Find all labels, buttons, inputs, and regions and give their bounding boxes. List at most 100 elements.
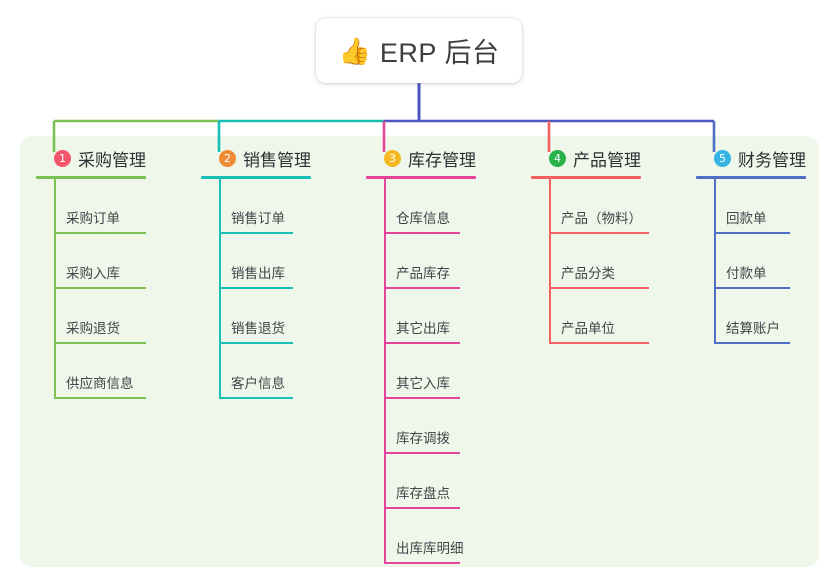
leaf-node-label: 供应商信息 [66,376,134,391]
leaf-underline [54,342,146,344]
leaf-node[interactable]: 其它出库 [366,289,476,344]
branch-column-4: 4 产品管理产品（物料） 产品分类产品单位 [531,146,649,344]
branch-title: 销售管理 [243,150,311,170]
leaf-node-label: 采购退货 [66,321,120,336]
leaf-node[interactable]: 付款单 [696,234,806,289]
branch-header-2[interactable]: 2 销售管理 [201,146,311,170]
branch-title: 采购管理 [78,150,146,170]
leaf-node[interactable]: 仓库信息 [366,179,476,234]
branch-underline [201,176,311,179]
branch-number-badge: 5 [714,149,731,167]
branch-underline [36,176,146,179]
leaf-node[interactable]: 回款单 [696,179,806,234]
leaf-node-label: 销售退货 [231,321,285,336]
root-node-label: ERP 后台 [379,38,500,68]
branch-underline [366,176,476,179]
branches-panel [20,136,819,567]
leaf-underline [549,232,649,234]
leaf-underline [384,452,460,454]
leaf-node[interactable]: 销售出库 [201,234,311,289]
leaf-underline [714,232,790,234]
leaf-node-label: 出库库明细 [396,541,464,556]
leaf-underline [219,342,293,344]
root-node[interactable]: 👍 ERP 后台 [316,18,522,83]
leaf-underline [714,342,790,344]
leaf-node[interactable]: 其它入库 [366,344,476,399]
leaf-underline [384,342,460,344]
leaf-underline [549,287,649,289]
leaf-node-label: 库存盘点 [396,486,450,501]
leaf-underline [219,287,293,289]
leaf-underline [54,287,146,289]
leaf-node-label: 销售出库 [231,266,285,281]
leaf-underline [54,232,146,234]
branch-title: 财务管理 [738,150,806,170]
branch-spine [384,179,386,564]
branch-title: 产品管理 [573,150,641,170]
leaf-node[interactable]: 采购订单 [36,179,146,234]
branch-spine [54,179,56,399]
branch-spine [549,179,551,344]
leaf-underline [219,232,293,234]
leaf-node-label: 库存调拨 [396,431,450,446]
leaf-node[interactable]: 销售订单 [201,179,311,234]
branch-underline [696,176,806,179]
leaf-node[interactable]: 结算账户 [696,289,806,344]
leaf-node-label: 产品分类 [561,266,615,281]
leaf-underline [384,562,460,564]
leaf-node-label: 产品（物料） [561,211,642,226]
branch-number-badge: 4 [549,149,566,167]
leaf-node[interactable]: 产品库存 [366,234,476,289]
leaf-node[interactable]: 供应商信息 [36,344,146,399]
leaf-underline [384,397,460,399]
leaf-node-label: 付款单 [726,266,767,281]
leaf-node[interactable]: 产品（物料） [531,179,649,234]
branch-number-badge: 2 [219,149,236,167]
leaf-underline [384,232,460,234]
leaf-node-label: 回款单 [726,211,767,226]
leaf-node-label: 客户信息 [231,376,285,391]
leaf-node[interactable]: 产品分类 [531,234,649,289]
leaf-underline [384,507,460,509]
branch-number-badge: 3 [384,149,401,167]
leaf-underline [219,397,293,399]
leaf-node-label: 产品单位 [561,321,615,336]
branch-header-5[interactable]: 5 财务管理 [696,146,806,170]
leaf-node-label: 采购订单 [66,211,120,226]
leaf-underline [384,287,460,289]
leaf-node[interactable]: 库存调拨 [366,399,476,454]
leaf-node-label: 其它入库 [396,376,450,391]
leaf-node[interactable]: 产品单位 [531,289,649,344]
leaf-node[interactable]: 采购退货 [36,289,146,344]
leaf-underline [714,287,790,289]
leaf-node-label: 结算账户 [726,321,780,336]
leaf-node-label: 产品库存 [396,266,450,281]
branch-title: 库存管理 [408,150,476,170]
branch-leaf-list: 销售订单销售出库销售退货客户信息 [201,179,311,399]
branch-underline [531,176,641,179]
leaf-underline [549,342,649,344]
branch-leaf-list: 仓库信息产品库存其它出库其它入库库存调拨库存盘点出库库明细 [366,179,476,564]
leaf-node-label: 销售订单 [231,211,285,226]
branch-spine [714,179,716,344]
leaf-node[interactable]: 采购入库 [36,234,146,289]
leaf-node-label: 仓库信息 [396,211,450,226]
branch-leaf-list: 产品（物料） 产品分类产品单位 [531,179,649,344]
thumbs-up-icon: 👍 [338,35,371,66]
leaf-node-label: 其它出库 [396,321,450,336]
leaf-node-label: 采购入库 [66,266,120,281]
branch-leaf-list: 回款单付款单结算账户 [696,179,806,344]
branch-column-2: 2 销售管理销售订单销售出库销售退货客户信息 [201,146,311,399]
leaf-underline [54,397,146,399]
leaf-node[interactable]: 出库库明细 [366,509,476,564]
branch-leaf-list: 采购订单采购入库采购退货供应商信息 [36,179,146,399]
leaf-node[interactable]: 销售退货 [201,289,311,344]
leaf-node[interactable]: 客户信息 [201,344,311,399]
branch-header-3[interactable]: 3 库存管理 [366,146,476,170]
branch-header-4[interactable]: 4 产品管理 [531,146,641,170]
leaf-node[interactable]: 库存盘点 [366,454,476,509]
branch-column-3: 3 库存管理仓库信息产品库存其它出库其它入库库存调拨库存盘点出库库明细 [366,146,476,564]
